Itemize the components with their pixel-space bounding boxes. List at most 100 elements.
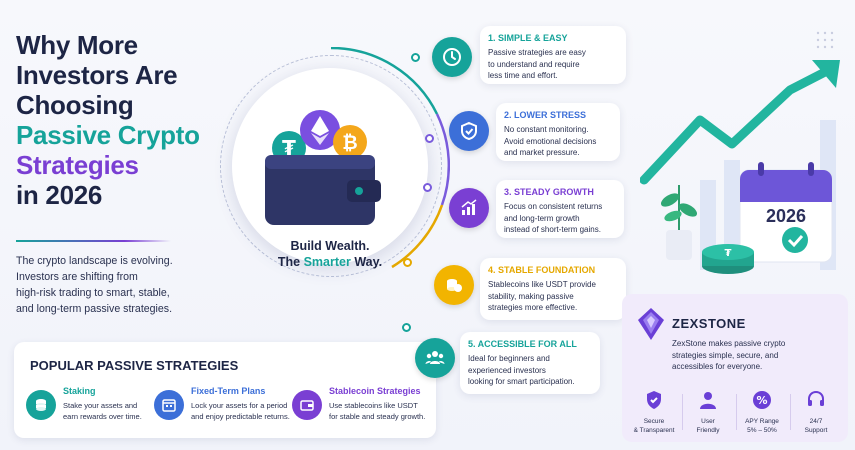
progress-arc: [330, 47, 450, 269]
step-text: Passive strategies are easy to understan…: [488, 47, 618, 82]
step-dot: [423, 183, 432, 192]
desc-line: and enjoy predictable returns.: [191, 412, 290, 421]
strategy-stablecoin[interactable]: Stablecoin Strategies Use stablecoins li…: [292, 386, 432, 430]
intro-line: high-risk trading to smart, stable,: [16, 287, 170, 299]
step-line: looking for smart participation.: [468, 377, 575, 386]
svg-text:₿: ₿: [342, 132, 357, 154]
svg-text:₮: ₮: [282, 136, 296, 160]
tagline-line: Build Wealth.: [290, 239, 370, 253]
step-text: No constant monitoring. Avoid emotional …: [504, 124, 612, 159]
feature-label: Secure: [643, 418, 665, 425]
step-title: 5. ACCESSIBLE FOR ALL: [468, 339, 577, 349]
brand-desc-line: accessibles for everyone.: [672, 362, 763, 371]
step-line: Focus on consistent returns: [504, 202, 603, 211]
feature-label: 24/7: [809, 418, 823, 425]
feature-user-friendly: User Friendly: [680, 390, 736, 435]
strategy-name: Fixed-Term Plans: [191, 386, 266, 396]
svg-text:₮: ₮: [725, 248, 732, 259]
strategy-name: Staking: [63, 386, 96, 396]
shield-check-icon: [449, 111, 489, 151]
strategy-name: Stablecoin Strategies: [329, 386, 421, 396]
growth-chart-icon: [449, 188, 489, 228]
popular-strategies-panel: POPULAR PASSIVE STRATEGIES Staking Stake…: [14, 342, 436, 438]
step-text: Ideal for beginners and experienced inve…: [468, 353, 592, 388]
step-card-1: 1. SIMPLE & EASY Passive strategies are …: [480, 26, 626, 84]
brand-desc: ZexStone makes passive crypto strategies…: [672, 338, 832, 373]
people-icon: [415, 338, 455, 378]
step-line: and long-term growth: [504, 213, 580, 223]
feature-apy: % APY Range 5% – 50%: [734, 390, 790, 435]
step-line: strategies more effective.: [488, 303, 578, 312]
step-title: 1. SIMPLE & EASY: [488, 33, 568, 43]
wallet-icon: [292, 390, 322, 420]
zexstone-logo: [638, 308, 664, 340]
step-line: Avoid emotional decisions: [504, 136, 597, 146]
page-title: Why More Investors Are Choosing Passive …: [16, 30, 216, 210]
step-dot: [402, 323, 411, 332]
step-text: Focus on consistent returns and long-ter…: [504, 201, 616, 236]
calendar-lock-icon: [154, 390, 184, 420]
outer-dashed-ring: [220, 55, 442, 277]
step-line: and market pressure.: [504, 148, 580, 157]
feature-label: & Transparent: [633, 426, 675, 434]
bitcoin-coin: [333, 125, 367, 159]
step-line: No constant monitoring.: [504, 125, 589, 134]
intro-line: and long-term passive strategies.: [16, 303, 173, 315]
desc-line: Lock your assets for a period: [191, 401, 288, 410]
title-line-highlight: Passive Crypto: [16, 120, 200, 150]
title-line: in 2026: [16, 180, 103, 210]
step-line: experienced investors: [468, 365, 546, 375]
tagline-highlight: Smarter: [303, 255, 351, 269]
user-icon: [700, 392, 716, 409]
step-card-3: 3. STEADY GROWTH Focus on consistent ret…: [496, 180, 624, 238]
growth-illustration: 2026 ₮: [640, 60, 840, 274]
step-line: to understand and require: [488, 59, 580, 69]
popular-title: POPULAR PASSIVE STRATEGIES: [30, 358, 239, 373]
percent-icon: %: [753, 391, 771, 409]
center-tagline: Build Wealth. The Smarter Way.: [232, 238, 428, 270]
feature-divider: [682, 394, 683, 430]
title-line: Why More: [16, 30, 138, 60]
desc-line: for stable and steady growth.: [329, 412, 426, 421]
step-dot: [403, 258, 412, 267]
step-line: instead of short-term gains.: [504, 225, 601, 234]
step-title: 2. LOWER STRESS: [504, 110, 587, 120]
feature-support: 24/7 Support: [788, 390, 844, 435]
intro-line: Investors are shifting from: [16, 271, 138, 283]
feature-label: Support: [804, 426, 828, 434]
feature-divider: [790, 394, 791, 430]
strategy-desc: Use stablecoins like USDT for stable and…: [329, 400, 441, 422]
tagline-part: Way.: [350, 255, 383, 269]
zexstone-panel: ZEXSTONE ZexStone makes passive crypto s…: [622, 294, 848, 442]
title-line-highlight: Strategies: [16, 150, 139, 180]
strategy-desc: Lock your assets for a period and enjoy …: [191, 400, 311, 422]
brand-name: ZEXSTONE: [672, 316, 746, 331]
step-dot: [425, 134, 434, 143]
clock-icon: [432, 37, 472, 77]
shield-icon: [647, 391, 661, 409]
brand-desc-line: strategies simple, secure, and: [672, 350, 779, 360]
coin-stack-icon: [26, 390, 56, 420]
desc-line: Stake your assets and: [63, 401, 138, 410]
intro-text: The crypto landscape is evolving. Invest…: [16, 253, 216, 317]
step-line: stability, making passive: [488, 291, 574, 301]
step-title: 3. STEADY GROWTH: [504, 187, 594, 197]
step-card-5: 5. ACCESSIBLE FOR ALL Ideal for beginner…: [460, 332, 600, 394]
step-line: Passive strategies are easy: [488, 48, 586, 57]
svg-text:%: %: [756, 394, 767, 407]
step-text: Stablecoins like USDT provide stability,…: [488, 279, 618, 314]
feature-label: 5% – 50%: [747, 426, 777, 434]
calendar-year: 2026: [766, 206, 806, 226]
feature-secure: Secure & Transparent: [626, 390, 682, 435]
divider: [16, 240, 171, 242]
feature-label: User: [701, 418, 715, 425]
step-card-4: 4. STABLE FOUNDATION Stablecoins like US…: [480, 258, 626, 320]
brand-desc-line: ZexStone makes passive crypto: [672, 339, 786, 348]
step-line: less time and effort.: [488, 71, 558, 80]
tagline-line: The Smarter Way.: [232, 254, 428, 270]
desc-line: Use stablecoins like USDT: [329, 401, 418, 410]
strategy-fixed-term[interactable]: Fixed-Term Plans Lock your assets for a …: [154, 386, 294, 430]
headset-icon: [808, 390, 824, 406]
strategy-desc: Stake your assets and earn rewards over …: [63, 400, 171, 422]
strategy-staking[interactable]: Staking Stake your assets and earn rewar…: [26, 386, 166, 430]
